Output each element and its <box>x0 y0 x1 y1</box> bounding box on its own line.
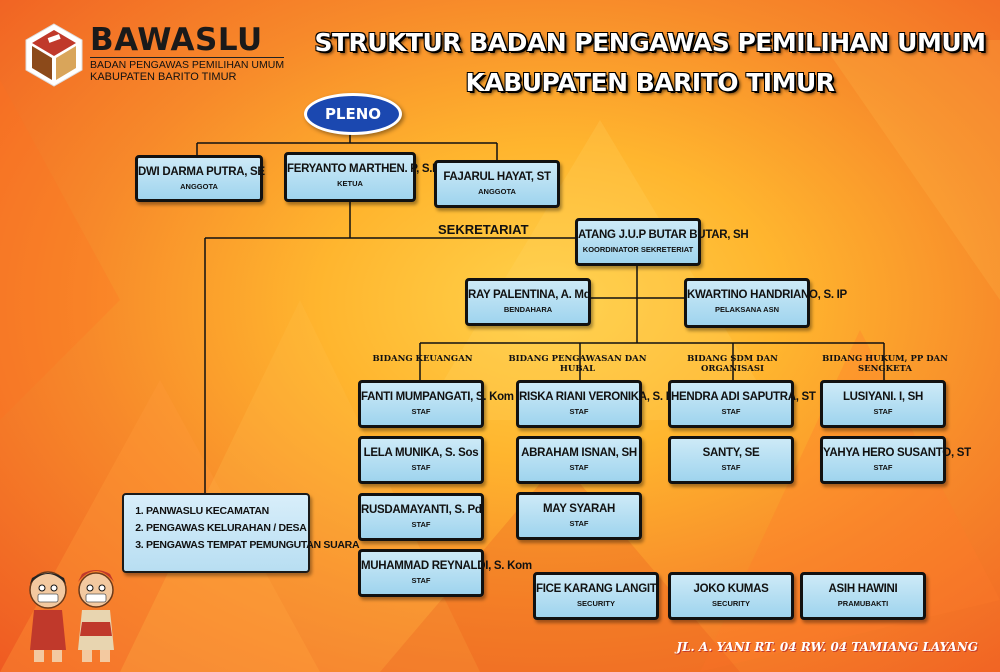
staff-box: RUSDAMAYANTI, S. Pd STAF <box>358 493 484 541</box>
staff-box: SANTY, SE STAF <box>668 436 794 484</box>
staff-box: FANTI MUMPANGATI, S. Kom STAF <box>358 380 514 428</box>
member-box: DWI DARMA PUTRA, SE ANGGOTA <box>135 155 265 202</box>
staff-name: FANTI MUMPANGATI, S. Kom <box>361 391 514 403</box>
division-heading: BIDANG KEUANGAN <box>372 354 473 364</box>
staff-role: STAF <box>411 463 431 472</box>
member-name: DWI DARMA PUTRA, SE <box>138 166 265 178</box>
asn-executor-name: KWARTINO HANDRIANO, S. IP <box>687 289 847 301</box>
staff-name: MAY SYARAH <box>543 503 615 515</box>
staff-role: STAF <box>873 407 893 416</box>
pleno-oval: PLENO <box>304 93 402 135</box>
staff-box: LELA MUNIKA, S. Sos STAF <box>358 436 484 484</box>
staff-role: STAF <box>411 520 431 529</box>
staff-role: STAF <box>569 463 589 472</box>
staff-name: MUHAMMAD REYNALDI, S. Kom <box>361 560 532 572</box>
staff-role: STAF <box>569 407 589 416</box>
support-name: JOKO KUMAS <box>693 583 769 595</box>
staff-box: HENDRA ADI SAPUTRA, ST STAF <box>668 380 816 428</box>
staff-role: STAF <box>721 463 741 472</box>
logo-subtitle: BADAN PENGAWAS PEMILIHAN UMUM <box>90 57 285 71</box>
page-title-line2: KABUPATEN BARITO TIMUR <box>465 68 835 97</box>
member-role: KETUA <box>337 179 363 188</box>
coordinator-role: KOORDINATOR SEKRETERIAT <box>582 245 694 254</box>
member-name: FERYANTO MARTHEN. P, S.Kom <box>287 163 457 175</box>
staff-name: YAHYA HERO SUSANTO, ST <box>823 447 971 459</box>
support-box: JOKO KUMAS SECURITY <box>668 572 794 620</box>
mascot-characters-icon <box>29 570 114 662</box>
staff-role: STAF <box>873 463 893 472</box>
staff-name: LUSIYANI. I, SH <box>842 391 924 403</box>
division-heading: BIDANG PENGAWASAN DAN HUBAL <box>508 354 647 374</box>
support-role: SECURITY <box>712 599 750 608</box>
list-item: PENGAWAS KELURAHAN / DESA <box>146 522 307 534</box>
staff-name: ABRAHAM ISNAN, SH <box>521 447 637 459</box>
coordinator-name: ATANG J.U.P BUTAR BUTAR, SH <box>578 229 749 241</box>
support-role: SECURITY <box>577 599 615 608</box>
staff-role: STAF <box>721 407 741 416</box>
support-box: FICE KARANG LANGIT SECURITY <box>533 572 659 620</box>
staff-name: HENDRA ADI SAPUTRA, ST <box>671 391 816 403</box>
staff-name: RISKA RIANI VERONIKA, S. IP <box>519 391 676 403</box>
staff-name: RUSDAMAYANTI, S. Pd <box>361 504 482 516</box>
staff-role: STAF <box>411 576 431 585</box>
staff-box: YAHYA HERO SUSANTO, ST STAF <box>820 436 971 484</box>
support-name: ASIH HAWINI <box>828 583 898 595</box>
division-heading: BIDANG HUKUM, PP DAN SENGKETA <box>822 354 948 374</box>
staff-name: SANTY, SE <box>702 447 760 459</box>
list-item: PANWASLU KECAMATAN <box>146 505 302 517</box>
support-role: PRAMUBAKTI <box>837 599 889 608</box>
logo-emblem-icon <box>25 23 83 87</box>
staff-box: RISKA RIANI VERONIKA, S. IP STAF <box>516 380 676 428</box>
support-box: ASIH HAWINI PRAMUBAKTI <box>800 572 926 620</box>
logo-name: BAWASLU <box>90 22 263 58</box>
coordinator-box: ATANG J.U.P BUTAR BUTAR, SH KOORDINATOR … <box>575 218 749 266</box>
page-title-line1: STRUKTUR BADAN PENGAWAS PEMILIHAN UMUM <box>314 28 986 57</box>
office-address: JL. A. YANI RT. 04 RW. 04 TAMIANG LAYANG <box>676 640 978 654</box>
sekretariat-label: SEKRETARIAT <box>438 222 529 237</box>
asn-executor-role: PELAKSANA ASN <box>714 305 780 314</box>
staff-box: MUHAMMAD REYNALDI, S. Kom STAF <box>358 549 532 597</box>
staff-box: MAY SYARAH STAF <box>516 492 642 540</box>
panwaslu-list-box: PANWASLU KECAMATAN PENGAWAS KELURAHAN / … <box>122 493 360 573</box>
member-box: FAJARUL HAYAT, ST ANGGOTA <box>434 160 560 208</box>
member-role: ANGGOTA <box>478 187 516 196</box>
logo-region: KABUPATEN BARITO TIMUR <box>90 71 237 83</box>
treasurer-role: BENDAHARA <box>503 305 553 314</box>
division-heading: BIDANG SDM DAN ORGANISASI <box>687 354 778 374</box>
member-role: ANGGOTA <box>180 182 218 191</box>
staff-role: STAF <box>411 407 431 416</box>
bawaslu-logo: BAWASLU BADAN PENGAWAS PEMILIHAN UMUM KA… <box>24 22 285 92</box>
treasurer-box: RAY PALENTINA, A. Md BENDAHARA <box>465 278 591 326</box>
chair-box: FERYANTO MARTHEN. P, S.Kom KETUA <box>284 152 457 202</box>
list-item: PENGAWAS TEMPAT PEMUNGUTAN SUARA <box>146 539 360 551</box>
staff-box: ABRAHAM ISNAN, SH STAF <box>516 436 642 484</box>
staff-role: STAF <box>569 519 589 528</box>
support-name: FICE KARANG LANGIT <box>536 583 657 595</box>
staff-name: LELA MUNIKA, S. Sos <box>363 447 479 459</box>
member-name: FAJARUL HAYAT, ST <box>443 171 551 183</box>
treasurer-name: RAY PALENTINA, A. Md <box>468 289 591 301</box>
asn-executor-box: KWARTINO HANDRIANO, S. IP PELAKSANA ASN <box>684 278 847 328</box>
staff-box: LUSIYANI. I, SH STAF <box>820 380 946 428</box>
